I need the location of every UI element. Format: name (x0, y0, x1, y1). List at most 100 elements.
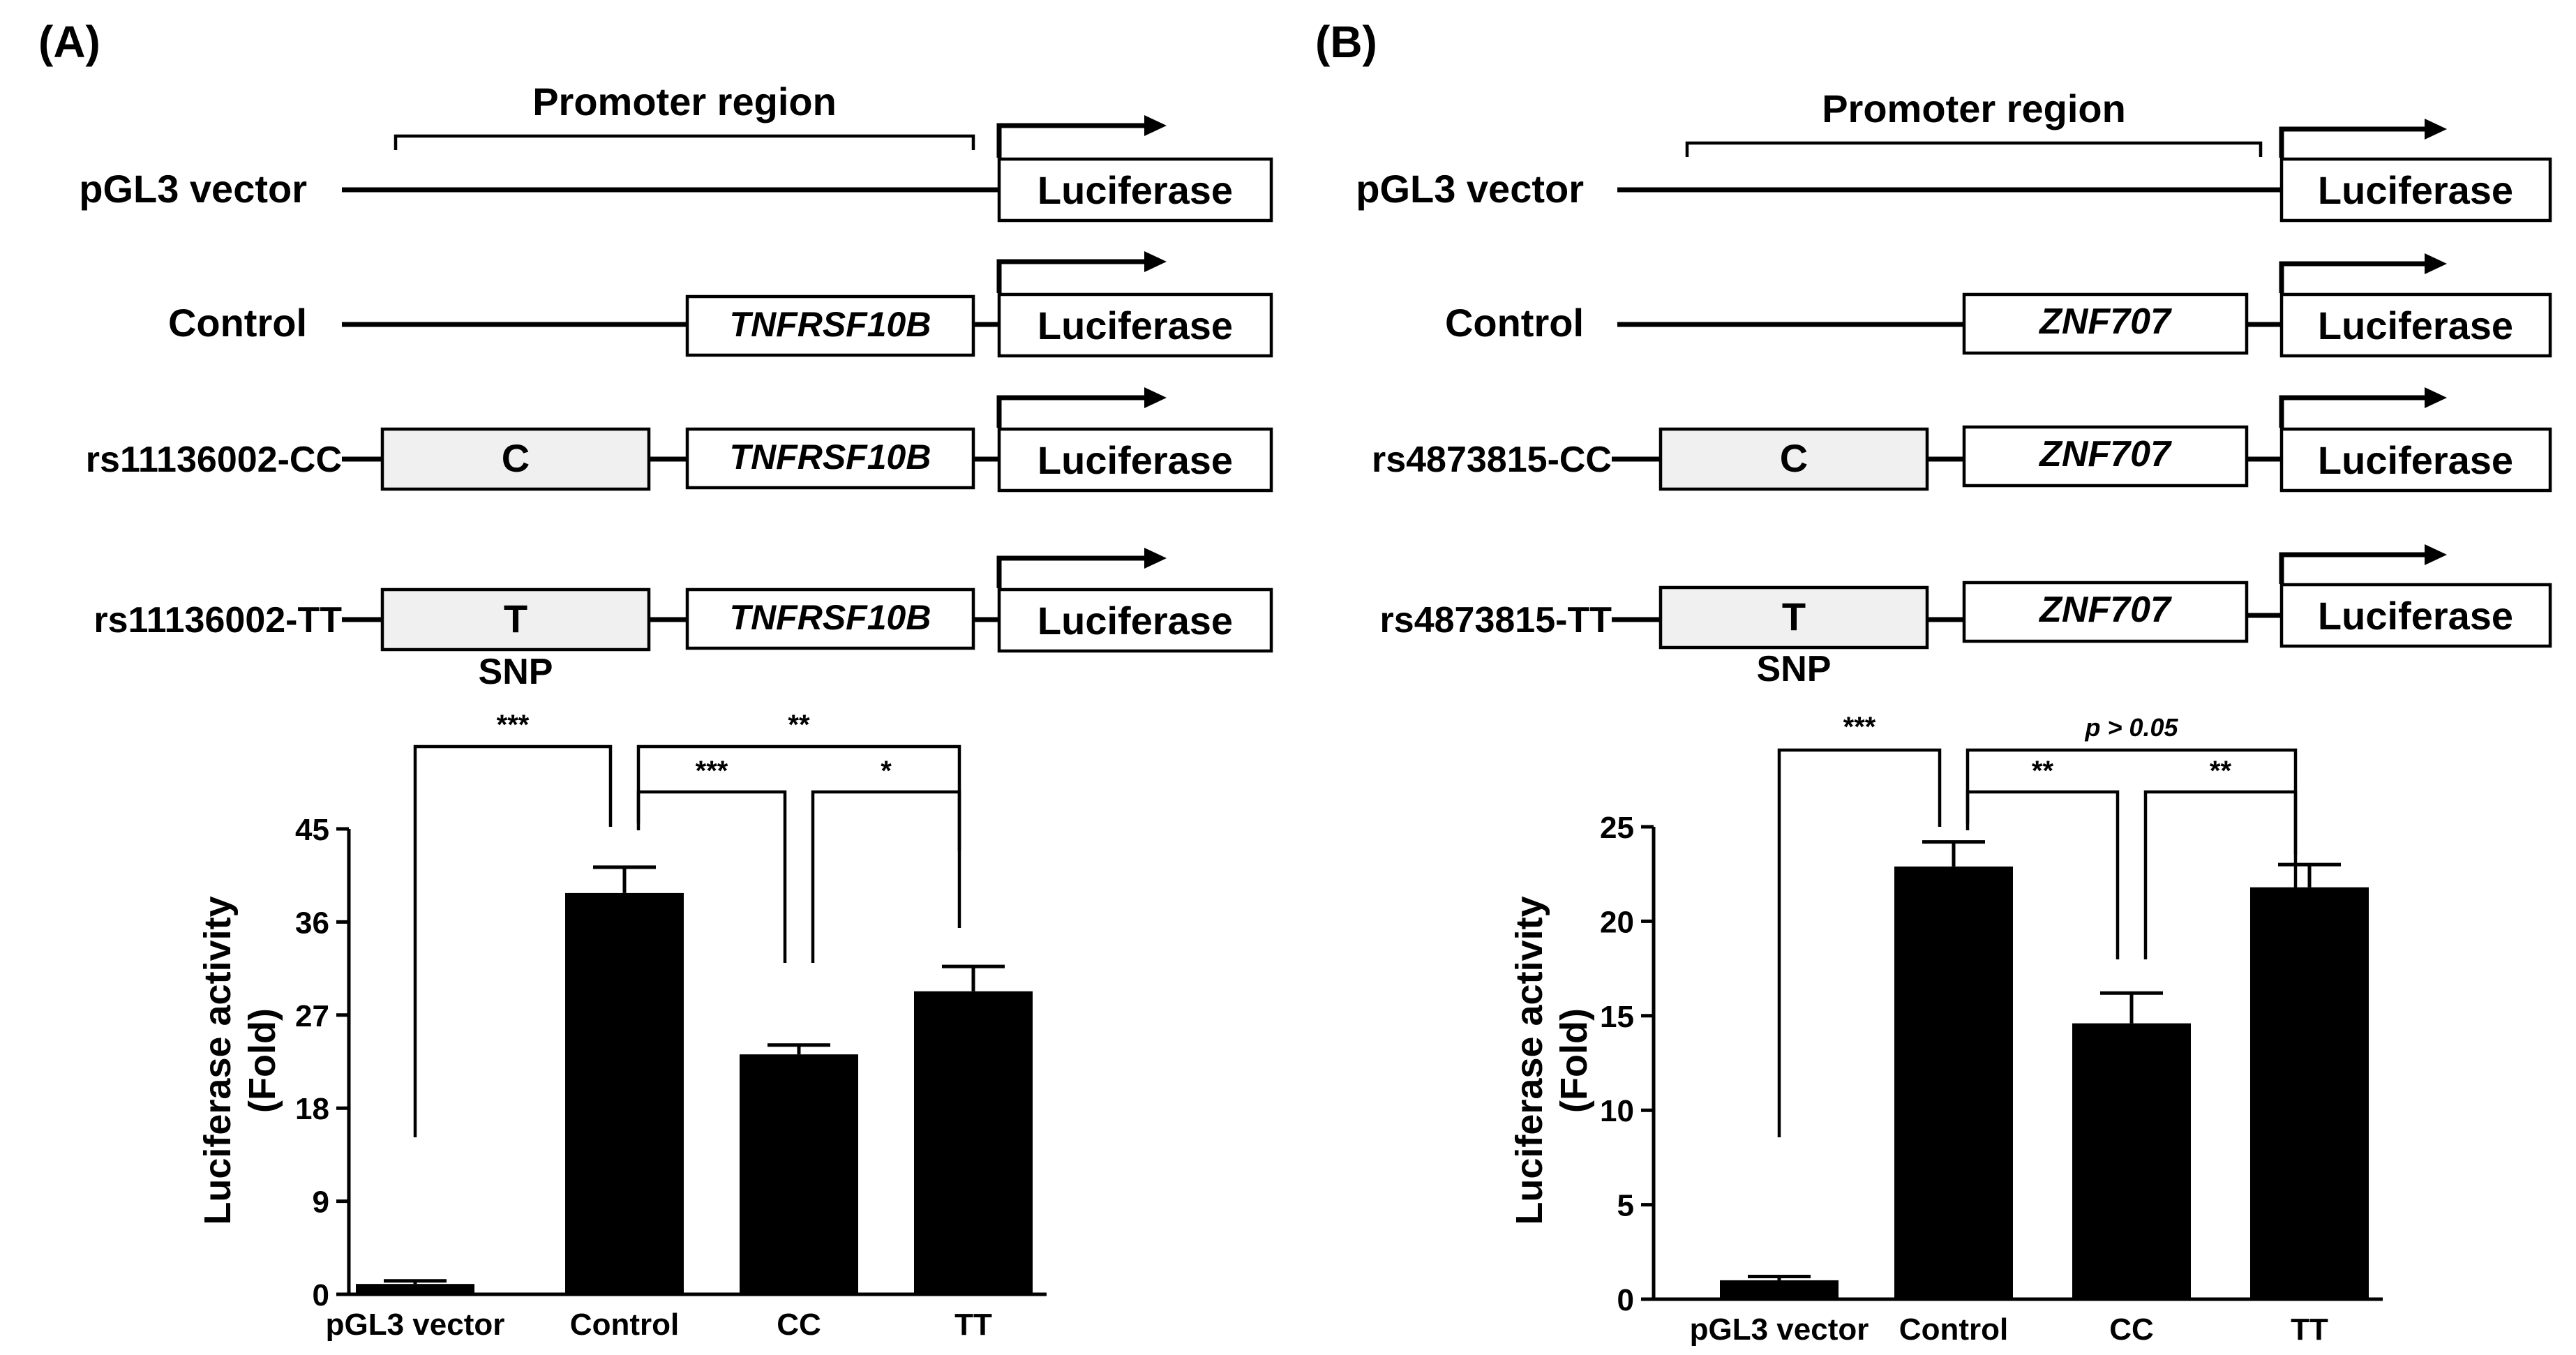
x-tick-label: CC (2109, 1312, 2154, 1347)
construct-label: rs4873815-TT (1380, 600, 1612, 641)
allele-label: T (504, 597, 527, 641)
snp-box (1658, 427, 1929, 491)
luciferase-box (2279, 292, 2552, 358)
construct-label: pGL3 vector (1356, 167, 1584, 211)
significance-label: *** (1843, 712, 1876, 742)
arrow-head-icon (2425, 253, 2447, 274)
y-tick-label: 45 (295, 813, 329, 847)
construct-label: Control (1445, 301, 1584, 345)
panel-b-constructs: (B) Promoter region pGL3 vector Lucifera… (1315, 17, 2552, 689)
y-tick-label: 25 (1600, 811, 1634, 845)
bar (2072, 1023, 2191, 1299)
promoter-label: Promoter region (1822, 87, 2126, 130)
bar (565, 892, 684, 1294)
x-tick-label: Control (570, 1308, 679, 1342)
transcription-arrow (996, 259, 1144, 293)
significance-label: ** (788, 710, 810, 740)
significance-label: ** (2032, 756, 2054, 786)
arrow-head-icon (2425, 544, 2447, 565)
gene-label: ZNF707 (2038, 301, 2172, 342)
significance-bracket (2143, 790, 2298, 959)
bar (740, 1054, 858, 1294)
y-axis-label-line: (Fold) (241, 1008, 283, 1113)
significance-bracket (636, 744, 961, 851)
y-axis-label: Luciferase activity(Fold) (1508, 896, 1595, 1225)
gene-box (1962, 292, 2249, 355)
significance-bracket (413, 744, 613, 1137)
construct-label: Control (168, 301, 307, 345)
bar (1720, 1280, 1839, 1299)
transcription-arrow (2279, 261, 2425, 293)
luciferase-label: Luciferase (1038, 599, 1233, 643)
x-tick-label: CC (777, 1308, 821, 1342)
promoter-bracket (1685, 141, 2263, 157)
significance-label: p > 0.05 (2084, 713, 2178, 742)
y-axis-label-line: (Fold) (1553, 1008, 1595, 1113)
significance-label: ** (2210, 756, 2232, 786)
luciferase-box (997, 157, 1273, 223)
construct-label: rs11136002-TT (93, 600, 342, 641)
y-axis-label-line: Luciferase activity (1508, 896, 1550, 1225)
allele-label: C (502, 436, 530, 480)
gene-box (1962, 581, 2249, 643)
panel-a-constructs: (A) Promoter region pGL3 vector Lucifera… (38, 17, 1273, 692)
luciferase-label: Luciferase (2318, 438, 2513, 482)
allele-label: C (1780, 436, 1808, 480)
luciferase-label: Luciferase (1038, 438, 1233, 482)
luciferase-label: Luciferase (1038, 304, 1233, 347)
panel-b-label: (B) (1315, 17, 1377, 67)
luciferase-box (997, 587, 1273, 653)
significance-label: * (881, 756, 892, 786)
luciferase-label: Luciferase (2318, 594, 2513, 638)
gene-box (685, 587, 975, 650)
gene-label: ZNF707 (2038, 590, 2172, 630)
luciferase-label: Luciferase (1038, 168, 1233, 212)
transcription-arrow (2279, 552, 2425, 584)
arrow-head-icon (1144, 251, 1167, 272)
y-tick-label: 27 (295, 999, 329, 1033)
y-tick-label: 15 (1600, 1000, 1634, 1034)
construct-label: rs11136002-CC (86, 440, 342, 480)
x-tick-label: pGL3 vector (1690, 1312, 1869, 1347)
y-tick-label: 10 (1600, 1094, 1634, 1128)
gene-label: ZNF707 (2038, 434, 2172, 474)
arrow-head-icon (2425, 387, 2447, 408)
luciferase-box (997, 292, 1273, 358)
y-tick-label: 5 (1617, 1189, 1634, 1223)
x-tick-label: Control (1899, 1312, 2008, 1347)
transcription-arrow (996, 395, 1144, 428)
arrow-head-icon (1144, 387, 1167, 408)
bar (1894, 866, 2013, 1299)
transcription-arrow (2279, 126, 2425, 158)
luciferase-box (2279, 427, 2552, 493)
panel-a-label: (A) (38, 17, 100, 67)
significance-label: *** (696, 756, 728, 786)
luciferase-label: Luciferase (2318, 304, 2513, 347)
significance-bracket (811, 790, 961, 963)
y-tick-label: 9 (313, 1185, 329, 1220)
significance-bracket (1777, 748, 1942, 1137)
y-tick-label: 0 (313, 1278, 329, 1312)
gene-box (1962, 425, 2249, 488)
y-axis-label: Luciferase activity(Fold) (197, 896, 283, 1225)
y-tick-label: 18 (295, 1092, 329, 1126)
transcription-arrow (996, 123, 1144, 158)
snp-label: SNP (479, 652, 553, 692)
y-axis-label-line: Luciferase activity (197, 896, 239, 1225)
construct-label: pGL3 vector (79, 167, 307, 211)
arrow-head-icon (1144, 115, 1167, 136)
bar (914, 991, 1033, 1294)
construct-label: rs4873815-CC (1372, 440, 1612, 480)
x-tick-label: TT (2291, 1312, 2328, 1347)
significance-bracket (1965, 790, 2120, 959)
promoter-label: Promoter region (532, 80, 837, 123)
bar (2250, 887, 2369, 1299)
y-tick-label: 0 (1617, 1283, 1634, 1317)
gene-label: TNFRSF10B (730, 598, 931, 637)
luciferase-label: Luciferase (2318, 168, 2513, 212)
significance-label: *** (497, 710, 530, 740)
promoter-bracket (394, 134, 975, 150)
